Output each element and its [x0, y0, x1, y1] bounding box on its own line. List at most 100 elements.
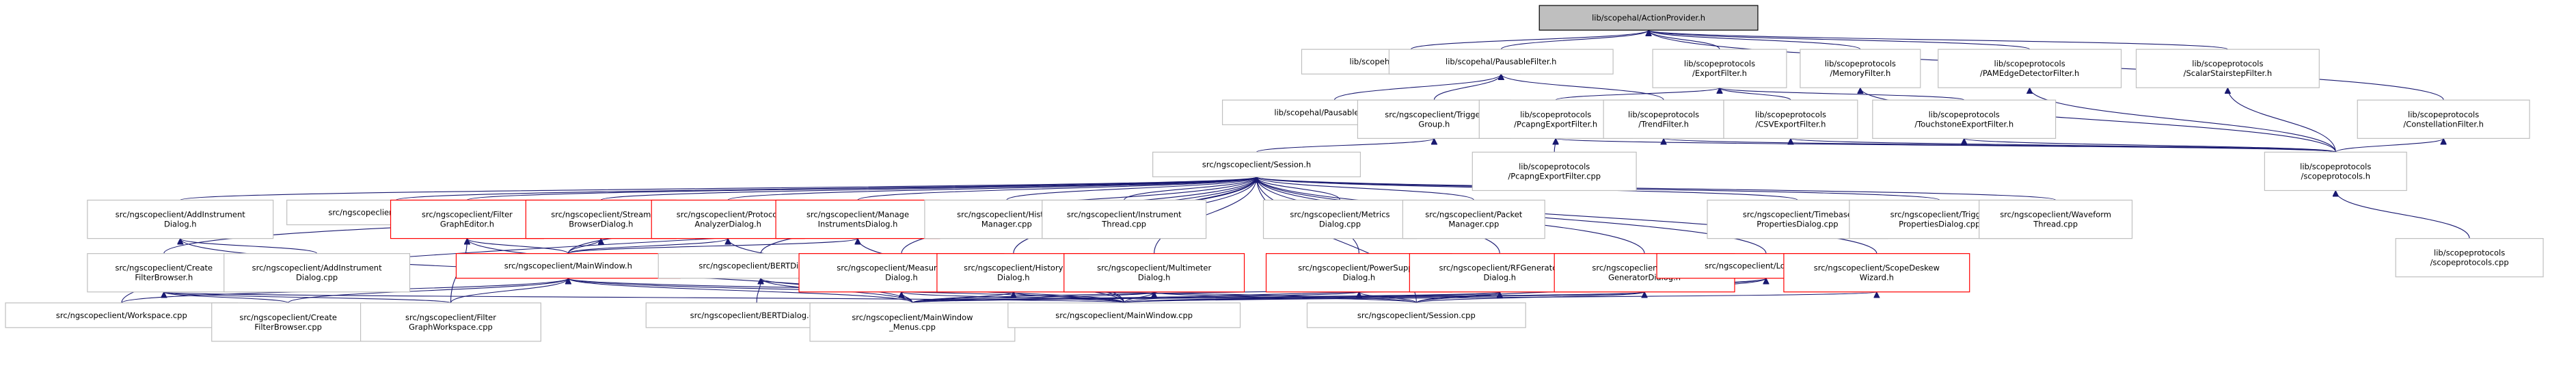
node-trendfilter-h[interactable]: lib/scopeprotocols/TrendFilter.h [1603, 99, 1724, 139]
node-createfilter-cpp[interactable]: src/ngscopeclient/CreateFilterBrowser.cp… [211, 302, 366, 342]
edge-session_h-to-streambrowser_h [600, 176, 1256, 201]
node-box [1063, 253, 1245, 293]
node-label: Manager.cpp [981, 220, 1032, 229]
edge-manageinstr_h-to-mainwindow_h [567, 238, 858, 254]
node-mainwindow-menus-cpp[interactable]: src/ngscopeclient/MainWindow_Menus.cpp [809, 302, 1016, 342]
node-label: AnalyzerDialog.h [694, 220, 761, 229]
node-pcapngexport-cpp[interactable]: lib/scopeprotocols/PcapngExportFilter.cp… [1472, 151, 1637, 192]
node-label: lib/scopeprotocols [1628, 109, 1699, 119]
node-label: Thread.cpp [2033, 220, 2078, 229]
node-exportfilter-h[interactable]: lib/scopeprotocols/ExportFilter.h [1652, 49, 1787, 88]
node-label: src/ngscopeclient/Measurements [837, 263, 966, 273]
node-label: lib/scopeprotocols [2408, 109, 2479, 119]
node-label: Dialog.h [1483, 273, 1516, 283]
node-label: Dialog.h [1138, 273, 1171, 283]
node-scopeprotocols-h[interactable]: lib/scopeprotocols/scopeprotocols.h [2264, 151, 2407, 192]
edge-session_h-to-manageinstr_h [857, 176, 1257, 201]
node-label: lib/scopehal/PausableFilter.h [1446, 57, 1556, 66]
edge-scopedeskew_h-to-mainwindow_cpp [1124, 292, 1877, 304]
node-label: BrowserDialog.h [569, 220, 633, 229]
node-manageinstr-h[interactable]: src/ngscopeclient/ManageInstrumentsDialo… [775, 199, 940, 239]
edge-scopeprotocols_h-to-scopeprotocols_cpp [2335, 190, 2470, 239]
node-label: /PAMEdgeDetectorFilter.h [1980, 68, 2079, 78]
node-actionprovider-h[interactable]: lib/scopehal/ActionProvider.h [1538, 5, 1759, 31]
edge-pausablefilter_h-to-pausablefilter_cpp [1333, 73, 1501, 101]
node-label: _Menus.cpp [889, 322, 936, 332]
node-box [390, 199, 544, 239]
node-label: src/ngscopeclient/Workspace.cpp [56, 311, 187, 320]
node-box [455, 253, 681, 279]
node-label: src/ngscopeclient/Packet [1425, 210, 1523, 220]
node-label: lib/scopeprotocols [1520, 109, 1591, 119]
node-box [1538, 5, 1759, 31]
node-box [5, 302, 239, 328]
node-touchstone-h[interactable]: lib/scopeprotocols/TouchstoneExportFilte… [1872, 99, 2057, 139]
node-pausablefilter-h[interactable]: lib/scopehal/PausableFilter.h [1388, 49, 1614, 75]
node-label: /TrendFilter.h [1638, 119, 1689, 129]
node-label: Thread.cpp [1101, 220, 1146, 229]
node-label: GraphWorkspace.cpp [409, 322, 493, 332]
edge-exportfilter_h-to-pcapngexport_h [1555, 87, 1720, 101]
node-label: src/ngscopeclient/Trigger [1890, 210, 1989, 220]
node-csvexport-h[interactable]: lib/scopeprotocols/CSVExportFilter.h [1723, 99, 1858, 139]
node-label: src/ngscopeclient/Session.cpp [1357, 311, 1476, 320]
node-box [1262, 199, 1417, 239]
node-box [1152, 151, 1361, 178]
node-session-h[interactable]: src/ngscopeclient/Session.h [1152, 151, 1361, 178]
node-mainwindow-h[interactable]: src/ngscopeclient/MainWindow.h [455, 253, 681, 279]
edge-pamedge_h-to-scopeprotocols_h [2030, 88, 2336, 153]
node-label: /MemoryFilter.h [1830, 68, 1890, 78]
node-label: lib/scopeprotocols [1994, 59, 2065, 68]
edge-streambrowser_h-to-mainwindow_h [567, 238, 601, 254]
node-label: /ScalarStairstepFilter.h [2184, 68, 2273, 78]
node-layer: lib/scopehal/ActionProvider.h lib/scopeha… [5, 5, 2544, 342]
node-label: src/ngscopeclient/Create [239, 313, 337, 322]
node-label: src/ngscopeclient/Create [115, 263, 213, 273]
node-scalarstair-h[interactable]: lib/scopeprotocols/ScalarStairstepFilter… [2135, 49, 2320, 88]
node-label: Wizard.h [1860, 273, 1894, 283]
node-label: /ExportFilter.h [1692, 68, 1747, 78]
edge-mainwindow_h-to-filtergraphws_cpp [450, 278, 568, 304]
node-mainwindow-cpp[interactable]: src/ngscopeclient/MainWindow.cpp [1007, 302, 1241, 328]
edge-session_h-to-waveformthread_cpp [1257, 176, 2057, 201]
node-filtergraphws-cpp[interactable]: src/ngscopeclient/FilterGraphWorkspace.c… [360, 302, 541, 342]
node-label: /CSVExportFilter.h [1755, 119, 1826, 129]
node-box [2357, 99, 2530, 139]
node-box [1306, 302, 1526, 328]
edge-triggergroup_h-to-session_h [1256, 138, 1435, 153]
node-label: src/ngscopeclient/Filter [422, 210, 513, 220]
node-label: src/ngscopeclient/MainWindow.h [504, 261, 632, 271]
edge-touchstone_h-to-scopeprotocols_h [1964, 138, 2336, 153]
node-memoryfilter-h[interactable]: lib/scopeprotocols/MemoryFilter.h [1800, 49, 1921, 88]
node-box [1872, 99, 2057, 139]
node-label: src/ngscopeclient/MainWindow.cpp [1055, 311, 1193, 320]
node-label: GraphEditor.h [440, 220, 494, 229]
node-constellation-h[interactable]: lib/scopeprotocols/ConstellationFilter.h [2357, 99, 2530, 139]
edge-actionprovider_h-to-exportfilter_h [1649, 29, 1720, 50]
node-label: src/ngscopeclient/Metrics [1290, 210, 1389, 220]
edge-protoanalyzer_h-to-mainwindow_h [567, 238, 728, 254]
node-workspace-cpp[interactable]: src/ngscopeclient/Workspace.cpp [5, 302, 239, 328]
node-session-cpp[interactable]: src/ngscopeclient/Session.cpp [1306, 302, 1526, 328]
node-box [2264, 151, 2407, 192]
edge-session_h-to-filtergrapheditor_h [466, 176, 1256, 201]
node-label: src/ngscopeclient/PowerSupply [1298, 263, 1420, 273]
node-scopeprotocols-cpp[interactable]: lib/scopeprotocols/scopeprotocols.cpp [2395, 238, 2544, 278]
node-pamedge-h[interactable]: lib/scopeprotocols/PAMEdgeDetectorFilter… [1938, 49, 2122, 88]
node-box [87, 253, 241, 293]
node-box [809, 302, 1016, 342]
node-label: InstrumentsDialog.h [818, 220, 898, 229]
node-label: Dialog.h [997, 273, 1030, 283]
node-addinstr-cpp[interactable]: src/ngscopeclient/AddInstrumentDialog.cp… [223, 253, 411, 293]
node-label: FilterBrowser.h [135, 273, 193, 283]
